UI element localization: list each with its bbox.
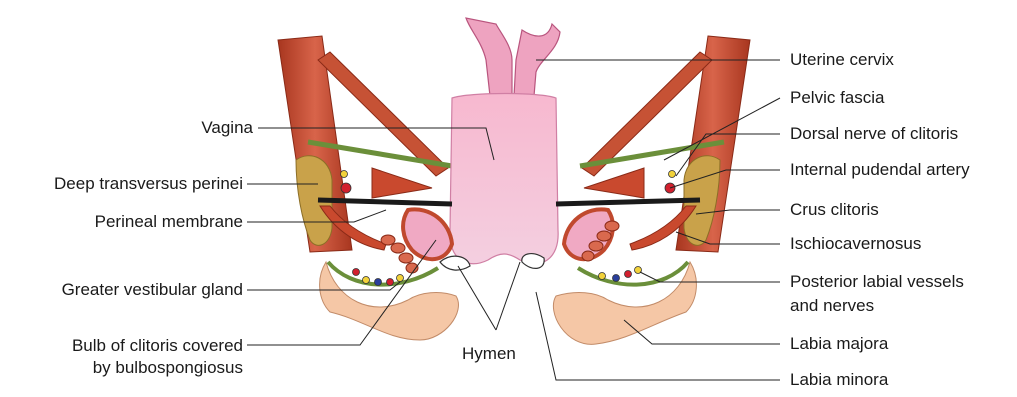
label-ischiocavernosus: Ischiocavernosus: [790, 234, 921, 254]
label-hymen: Hymen: [462, 344, 516, 364]
left-superficial-fascia: [328, 262, 438, 285]
label-vagina: Vagina: [201, 118, 253, 138]
label-posterior-labial-nerves: and nerves: [790, 296, 874, 316]
label-bulb-of-clitoris-line2: by bulbospongiosus: [93, 358, 243, 378]
label-deep-transversus-perinei: Deep transversus perinei: [54, 174, 243, 194]
label-uterine-cervix: Uterine cervix: [790, 50, 894, 70]
right-perineal-membrane: [556, 200, 700, 204]
label-greater-vestibular-gland: Greater vestibular gland: [62, 280, 243, 300]
label-pelvic-fascia: Pelvic fascia: [790, 88, 884, 108]
label-dorsal-nerve-of-clitoris: Dorsal nerve of clitoris: [790, 124, 958, 144]
label-crus-clitoris: Crus clitoris: [790, 200, 879, 220]
right-superficial-fascia: [578, 262, 688, 285]
label-labia-majora: Labia majora: [790, 334, 888, 354]
right-labia-minora: [522, 254, 544, 269]
left-deep-transverse-perinei: [372, 168, 432, 198]
label-internal-pudendal-artery: Internal pudendal artery: [790, 160, 970, 180]
uterine-cervix: [466, 18, 512, 96]
vagina: [450, 94, 558, 264]
label-perineal-membrane: Perineal membrane: [95, 212, 243, 232]
label-posterior-labial-vessels: Posterior labial vessels: [790, 272, 964, 292]
label-labia-minora: Labia minora: [790, 370, 888, 390]
label-bulb-of-clitoris-line1: Bulb of clitoris covered: [72, 336, 243, 356]
